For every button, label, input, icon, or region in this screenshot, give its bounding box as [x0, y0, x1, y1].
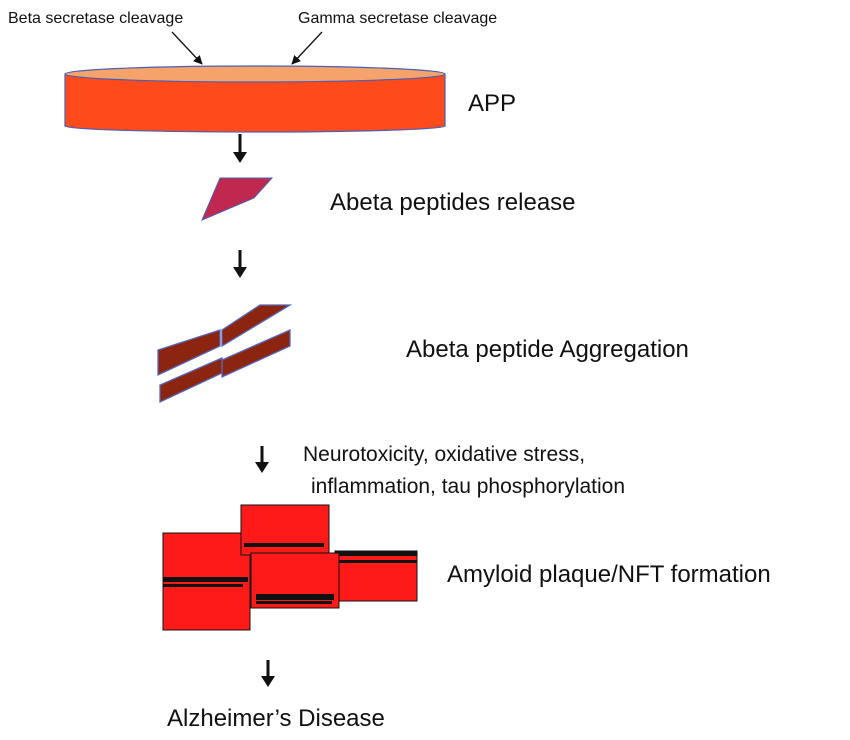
flow-arrow-2	[233, 250, 247, 278]
flow-arrow-1	[233, 134, 247, 163]
mechanisms-label-line1: Neurotoxicity, oxidative stress,	[303, 443, 586, 466]
amyloid-plaque-icon	[162, 504, 418, 631]
abeta-peptide-icon	[201, 177, 274, 221]
abeta-aggregate-icon	[157, 304, 293, 404]
beta-cleavage-pointer	[171, 31, 203, 65]
app-membrane	[64, 65, 446, 133]
gamma-cleavage-label: Gamma secretase cleavage	[298, 10, 498, 27]
plaque-label: Amyloid plaque/NFT formation	[447, 561, 771, 588]
beta-cleavage-label: Beta secretase cleavage	[8, 10, 184, 27]
flow-arrow-3	[255, 446, 269, 473]
gamma-cleavage-pointer	[291, 31, 323, 65]
disease-label: Alzheimer’s Disease	[167, 705, 385, 732]
app-label: APP	[468, 90, 517, 117]
aggregation-label: Abeta peptide Aggregation	[406, 336, 689, 363]
mechanisms-label-line2: inflammation, tau phosphorylation	[311, 475, 626, 498]
flow-arrow-4	[261, 660, 275, 687]
release-label: Abeta peptides release	[330, 189, 576, 216]
